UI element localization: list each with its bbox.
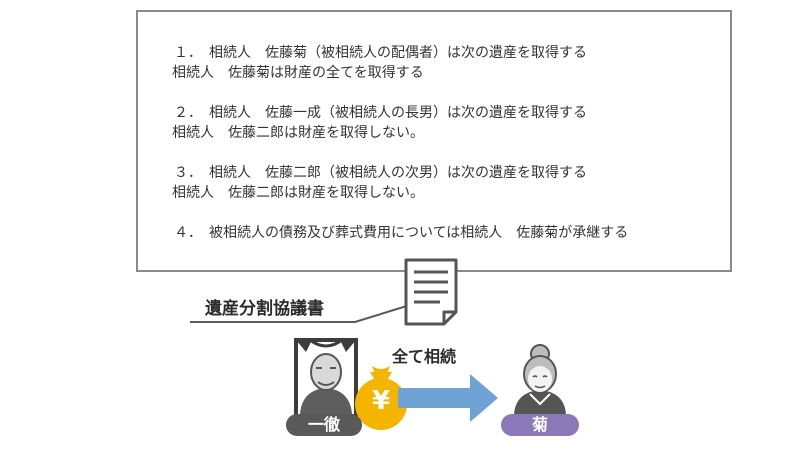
yen-symbol: ¥ — [371, 386, 391, 416]
arrow-label: 全て相続 — [392, 347, 457, 366]
transfer-arrow-icon — [398, 374, 498, 422]
deceased-name-tag: 一徹 — [286, 414, 362, 436]
deceased-portrait-icon — [294, 338, 358, 418]
money-bag-icon — [355, 366, 407, 430]
document-icon — [404, 258, 458, 326]
heir-name-tag: 菊 — [501, 414, 579, 436]
agreement-line-4: ４． 被相続人の債務及び葬式費用については相続人 佐藤菊が承継する — [174, 225, 629, 241]
agreement-line-3-detail: 相続人 佐藤二郎は財産を取得しない。 — [172, 185, 424, 201]
leader-line — [190, 304, 411, 323]
grandmother-icon — [514, 344, 566, 414]
agreement-line-3: ３． 相続人 佐藤二郎（被相続人の次男）は次の遺産を取得する — [174, 165, 587, 181]
agreement-line-1-detail: 相続人 佐藤菊は財産の全てを取得する — [172, 65, 424, 81]
agreement-line-2: ２． 相続人 佐藤一成（被相続人の長男）は次の遺産を取得する — [174, 105, 587, 121]
document-label: 遺産分割協議書 — [205, 299, 324, 319]
agreement-text-box: １． 相続人 佐藤菊（被相続人の配偶者）は次の遺産を取得する 相続人 佐藤菊は財… — [136, 10, 732, 272]
agreement-line-2-detail: 相続人 佐藤二郎は財産を取得しない。 — [172, 125, 424, 141]
agreement-line-1: １． 相続人 佐藤菊（被相続人の配偶者）は次の遺産を取得する — [174, 45, 587, 61]
